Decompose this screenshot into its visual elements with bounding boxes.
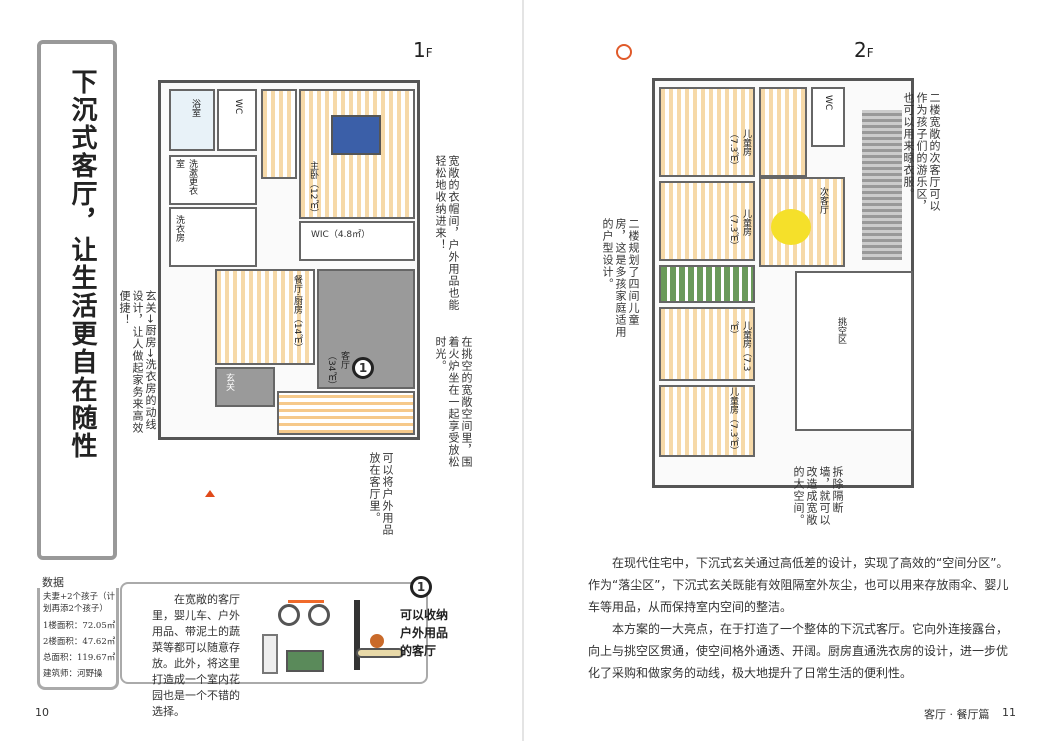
callout-text: 在宽敞的客厅里，婴儿车、户外用品、带泥土的蔬菜等都可以随意存放。此外，将这里打造…	[152, 593, 240, 718]
page-number-right: 11	[1002, 706, 1016, 719]
data-line: 建筑师：河野操	[43, 669, 103, 679]
body-text: 在现代住宅中，下沉式玄关通过高低差的设计，实现了高效的“空间分区”。作为“落尘区…	[588, 552, 1010, 684]
entrance-arrow-icon	[205, 490, 215, 497]
room-label-laundry: 洗衣房	[174, 215, 184, 242]
compass-icon	[616, 44, 632, 60]
annotation-wall: 拆除隔断墙，就可以改造成宽敞的大空间。	[792, 466, 844, 526]
bed	[331, 115, 381, 155]
page-number-left: 10	[35, 706, 49, 719]
data-line: 总面积：119.67㎡	[43, 653, 116, 663]
right-page: 2F 儿童房（7.3㎡） 儿童房（7.3㎡） 儿童房（7.3㎡） 儿童房（7.3…	[524, 0, 1045, 741]
terrace	[277, 391, 415, 435]
closet	[659, 265, 755, 303]
balcony-grating	[862, 110, 902, 260]
data-heading: 数据	[42, 576, 64, 589]
room-label-dressing: 洗漱更衣室	[174, 159, 197, 195]
surfboard-icon	[356, 648, 404, 658]
room-label-kids: 儿童房（7.3㎡）	[728, 209, 751, 251]
floor-number: 1	[413, 38, 426, 62]
callout-illustration	[258, 594, 408, 680]
annotation-kids: 二楼规划了四间儿童房，这是多孩家庭适用的户型设计。	[601, 218, 640, 338]
room-label-wic: WIC（4.8㎡）	[311, 230, 371, 240]
annotation-outdoor: 可以将户外用品放在客厅里。	[368, 452, 394, 536]
bicycle-wheel	[308, 604, 330, 626]
footer-section: 客厅 · 餐厅篇	[924, 708, 990, 721]
room-label-bath: 浴室	[190, 99, 200, 117]
data-line: 夫妻+2个孩子（计划再添2个孩子）	[43, 592, 116, 614]
rug	[771, 209, 811, 245]
data-line: 2楼面积：47.62㎡	[43, 637, 116, 647]
book-gutter	[521, 0, 524, 741]
floor-suffix: F	[866, 46, 874, 60]
annotation-flow: 玄关→厨房→洗衣房的动线设计，让人做起家务来高效便捷！	[118, 290, 157, 434]
room-label-kids: 儿童房（7.3㎡）	[728, 387, 738, 456]
room-label-wc: WC	[823, 95, 833, 111]
data-line: 1楼面积：72.05㎡	[43, 621, 116, 631]
wagon-icon	[286, 650, 324, 672]
room-label-kids: 儿童房（7.3㎡）	[728, 129, 751, 171]
left-page: 下沉式客厅，让生活更自在随性 1F 浴室 WC 洗漱更衣室 洗衣房 主卧（12㎡…	[0, 0, 522, 741]
floor-suffix: F	[425, 46, 433, 60]
floor-number: 2	[854, 38, 867, 62]
callout-box: 在宽敞的客厅里，婴儿车、户外用品、带泥土的蔬菜等都可以随意存放。此外，将这里打造…	[120, 576, 448, 718]
room-label-void: 挑空区	[836, 317, 846, 344]
title-box: 下沉式客厅，让生活更自在随性	[37, 40, 117, 560]
floor-label-2f: 2F	[854, 38, 874, 62]
person-icon	[370, 634, 384, 648]
marker-1-icon: 1	[352, 357, 374, 379]
bicycle-frame	[288, 600, 324, 603]
room-label-entrance: 玄关	[224, 373, 234, 391]
page-title: 下沉式客厅，让生活更自在随性	[67, 68, 97, 460]
staircase	[759, 87, 807, 177]
room-label-kids: 儿童房（7.3㎡）	[728, 321, 751, 372]
lamp-post	[354, 600, 360, 670]
staircase	[261, 89, 297, 179]
annotation-sub-living: 二楼宽敞的次客厅可以作为孩子们的游乐区，也可以用来晾衣服。	[902, 92, 941, 212]
annotation-living: 在挑空的宽敞空间里，围着火炉坐在一起享受放松时光。	[434, 336, 473, 468]
floor-plan-2f: 儿童房（7.3㎡） 儿童房（7.3㎡） 儿童房（7.3㎡） 儿童房（7.3㎡） …	[652, 78, 914, 488]
callout-marker-icon: 1	[410, 576, 432, 598]
data-box: 夫妻+2个孩子（计划再添2个孩子） 1楼面积：72.05㎡ 2楼面积：47.62…	[37, 588, 119, 690]
callout-title: 可以收纳户外用品的客厅	[400, 608, 449, 658]
floor-label-1f: 1F	[413, 38, 433, 62]
stroller-icon	[262, 634, 278, 674]
annotation-wic: 宽敞的衣帽间，户外用品也能轻松地收纳进来！	[434, 155, 460, 311]
body-paragraph: 本方案的一大亮点，在于打造了一个整体的下沉式客厅。它向外连接露台，向上与挑空区贯…	[588, 622, 1009, 680]
room-label-living: 客厅（34㎡）	[326, 351, 349, 390]
room-label-sub-living: 次客厅	[818, 187, 828, 214]
room-label-wc: WC	[233, 99, 243, 115]
floor-plan-1f: 浴室 WC 洗漱更衣室 洗衣房 主卧（12㎡） WIC（4.8㎡） 餐厅·厨房（…	[158, 80, 420, 440]
bicycle-icon	[278, 604, 300, 626]
body-paragraph: 在现代住宅中，下沉式玄关通过高低差的设计，实现了高效的“空间分区”。作为“落尘区…	[588, 556, 1009, 614]
room-label-master: 主卧（12㎡）	[308, 161, 318, 218]
room-label-dining: 餐厅·厨房（14㎡）	[292, 275, 302, 353]
